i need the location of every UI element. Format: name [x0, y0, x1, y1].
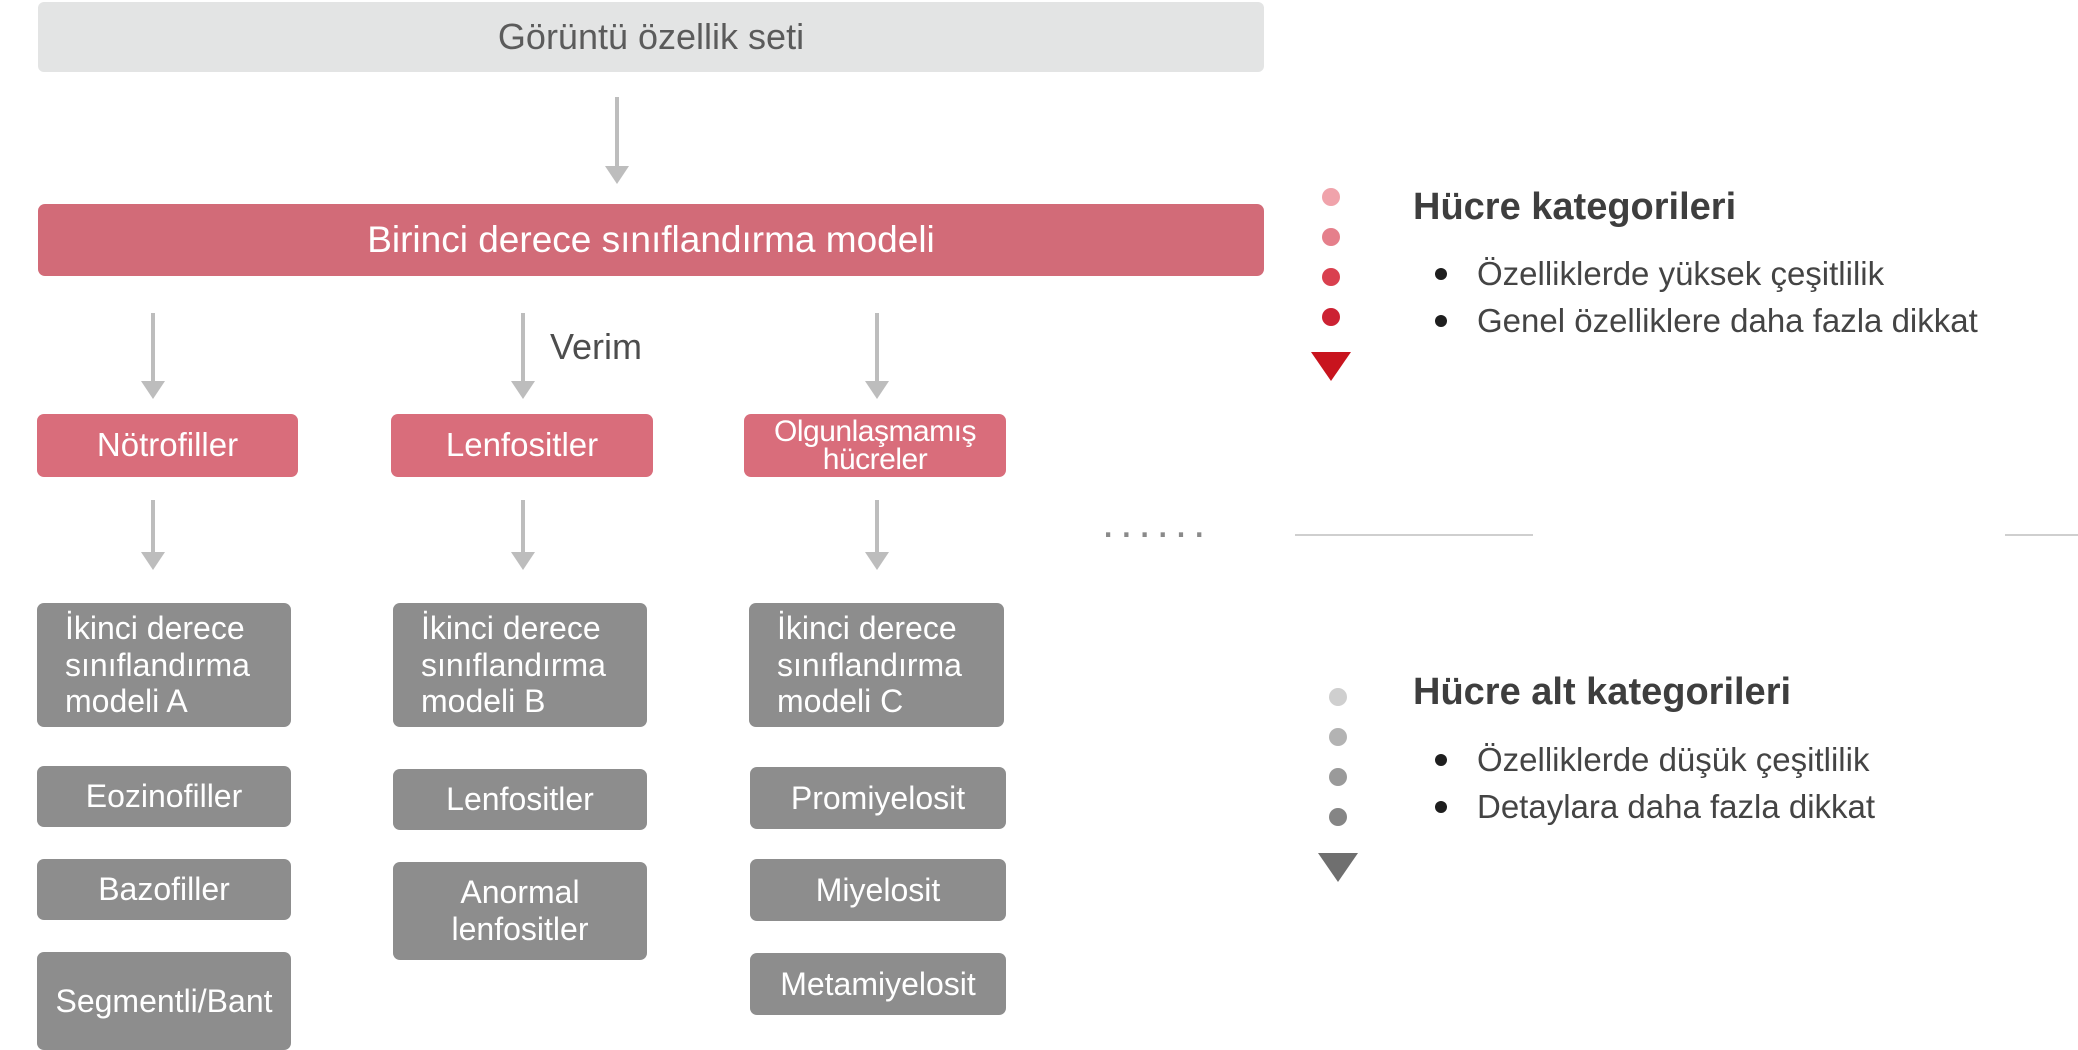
subclass-metamyelocyte: Metamiyelosit	[750, 953, 1006, 1015]
edge-label-verim: Verim	[550, 326, 643, 367]
subclass-promyelocyte-label: Promiyelosit	[790, 779, 966, 816]
subclass-segmented-band: Segmentli/Bant	[37, 952, 291, 1050]
subcategory-gradient-dot-3	[1329, 768, 1347, 786]
subclass-basophils-label: Bazofiller	[98, 871, 230, 908]
legend-subcategories-bullet-1-text: Özelliklerde düşük çeşitlilik	[1477, 741, 1870, 778]
subclass-eosinophils: Eozinofiller	[37, 766, 291, 827]
arrowhead-neutrophils	[141, 381, 165, 399]
category-gradient-dot-1	[1322, 188, 1340, 206]
legend-subcategories-title: Hücre alt kategorileri	[1413, 671, 1792, 713]
image-feature-set-box: Görüntü özellik seti	[38, 2, 1264, 72]
arrowhead-model-c	[865, 552, 889, 570]
subclass-promyelocyte: Promiyelosit	[750, 767, 1006, 829]
category-gradient-dot-2	[1322, 228, 1340, 246]
category-lymphocytes-label: Lenfositler	[445, 426, 599, 464]
subcategory-gradient-down-triangle-icon	[1318, 853, 1358, 882]
legend-categories-title: Hücre kategorileri	[1413, 186, 1737, 228]
bullet-dot	[1435, 315, 1447, 327]
category-gradient-markers	[1311, 188, 1351, 381]
subcategory-gradient-dot-2	[1329, 728, 1347, 746]
arrowhead-model-a	[141, 552, 165, 570]
legend-categories-bullet-2-text: Genel özelliklere daha fazla dikkat	[1477, 302, 1978, 339]
subclass-segmented-band-label: Segmentli/Bant	[55, 982, 273, 1019]
subclass-metamyelocyte-label: Metamiyelosit	[780, 965, 976, 1002]
category-neutrophils-label: Nötrofiller	[96, 426, 239, 464]
legend-subcategories-bullet-2: Detaylara daha fazla dikkat	[1435, 788, 1875, 826]
primary-classification-model-box: Birinci derece sınıflandırma modeli	[38, 204, 1264, 276]
arrowhead-lymphocytes	[511, 381, 535, 399]
arrowhead-immature	[865, 381, 889, 399]
legend-subcategories-bullet-2-text: Detaylara daha fazla dikkat	[1477, 788, 1876, 825]
bullet-dot	[1435, 268, 1447, 280]
category-gradient-dot-4	[1322, 308, 1340, 326]
subcategory-gradient-dot-1	[1329, 688, 1347, 706]
subclass-eosinophils-label: Eozinofiller	[85, 778, 243, 815]
ellipsis-more-categories: ......	[1102, 498, 1212, 547]
category-gradient-down-triangle-icon	[1311, 352, 1351, 381]
arrowhead-model-b	[511, 552, 535, 570]
subclass-lymphocytes-label: Lenfositler	[446, 781, 594, 818]
subclass-myelocyte-label: Miyelosit	[815, 871, 941, 908]
legend-categories-bullet-2: Genel özelliklere daha fazla dikkat	[1435, 302, 1978, 340]
bullet-dot	[1435, 801, 1447, 813]
category-lymphocytes: Lenfositler	[391, 414, 653, 477]
bullet-dot	[1435, 754, 1447, 766]
legend-subcategories-bullet-1: Özelliklerde düşük çeşitlilik	[1435, 741, 1869, 779]
image-feature-set-label: Görüntü özellik seti	[497, 16, 805, 57]
category-gradient-dot-3	[1322, 268, 1340, 286]
legend-categories-bullet-1: Özelliklerde yüksek çeşitlilik	[1435, 255, 1884, 293]
arrowhead-top	[605, 166, 629, 184]
subclass-basophils: Bazofiller	[37, 859, 291, 920]
subcategory-gradient-markers	[1318, 688, 1358, 882]
subcategory-gradient-dot-4	[1329, 808, 1347, 826]
category-neutrophils: Nötrofiller	[37, 414, 298, 477]
legend-categories-bullet-1-text: Özelliklerde yüksek çeşitlilik	[1477, 255, 1885, 292]
subclass-lymphocytes: Lenfositler	[393, 769, 647, 830]
subclass-myelocyte: Miyelosit	[750, 859, 1006, 921]
primary-classification-model-label: Birinci derece sınıflandırma modeli	[367, 219, 935, 260]
